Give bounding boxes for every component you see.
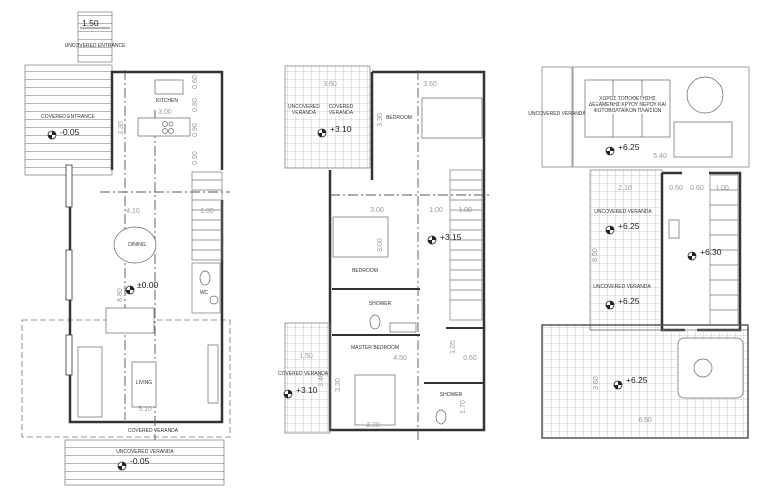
svg-text:5.10: 5.10 [138, 406, 152, 413]
dining-label: DINING [128, 242, 146, 248]
hall-level: +3.15 [440, 232, 462, 242]
svg-text:3.30: 3.30 [118, 121, 125, 135]
first-floor-plan: 3.60 UNCOVERED VERANDA COVERED VERANDA +… [278, 65, 490, 440]
svg-text:1.70: 1.70 [460, 400, 467, 414]
bottom-veranda-area [284, 322, 331, 434]
veranda-top-level: +3.10 [330, 124, 352, 134]
svg-text:0.60: 0.60 [192, 75, 199, 89]
uncovered-entrance-label: UNCOVERED ENTRANCE [65, 43, 127, 49]
entrance-level: -0.05 [60, 127, 80, 137]
terrace-level: +6.25 [626, 375, 648, 385]
svg-text:0.60: 0.60 [463, 355, 477, 362]
bedroom-1-label: BEDROOM [386, 115, 412, 121]
svg-text:0.60: 0.60 [690, 185, 704, 192]
uncovered-veranda-area [64, 439, 225, 486]
svg-text:3.60: 3.60 [323, 81, 337, 88]
svg-text:1.05: 1.05 [450, 340, 457, 354]
svg-text:0.60: 0.60 [669, 185, 683, 192]
svg-text:0.90: 0.90 [192, 151, 199, 165]
uncovered-veranda-label: UNCOVERED VERANDA [116, 449, 174, 455]
ground-floor-plan: 1.50 UNCOVERED ENTRANCE COVERED ENTRANCE… [21, 11, 231, 486]
shower-2-label: SHOWER [440, 392, 463, 398]
veranda-2-level: +6.25 [618, 296, 640, 306]
svg-text:0.90: 0.90 [192, 123, 199, 137]
svg-text:6.60: 6.60 [638, 417, 652, 424]
roof-plan: UNCOVERED VERANDA ΧΩΡΟΣ ΤΟΠΟΘΕΤΗΣΗΣ ΔΕΞΑ… [528, 66, 750, 439]
living-label: LIVING [136, 380, 153, 386]
side-veranda-area [541, 66, 573, 168]
svg-text:3.20: 3.20 [366, 422, 380, 429]
svg-text:1.00: 1.00 [715, 185, 729, 192]
covered-entrance-label: COVERED ENTRANCE [41, 114, 95, 120]
master-bedroom-label: MASTER BEDROOM [351, 345, 399, 351]
tank-level: +6.25 [618, 142, 640, 152]
veranda-bottom-level: +3.10 [296, 385, 318, 395]
svg-text:1.00: 1.00 [458, 207, 472, 214]
side-uncovered-veranda-label: UNCOVERED VERANDA [528, 111, 586, 117]
veranda-1-level: +6.25 [618, 221, 640, 231]
svg-text:4.50: 4.50 [393, 355, 407, 362]
covered-entrance-area [24, 64, 113, 176]
veranda-level: -0.05 [130, 456, 150, 466]
svg-text:0.80: 0.80 [192, 98, 199, 112]
shower-1-label: SHOWER [369, 301, 392, 307]
dim-stair-top: 1.50 [82, 18, 99, 28]
uncovered-veranda-2-label: UNCOVERED VERANDA [593, 284, 651, 290]
svg-text:3.00: 3.00 [377, 238, 384, 252]
wc-label: WC [200, 290, 209, 296]
svg-text:1.50: 1.50 [299, 353, 313, 360]
svg-text:5.40: 5.40 [653, 153, 667, 160]
svg-text:1.00: 1.00 [429, 207, 443, 214]
svg-text:1.00: 1.00 [200, 208, 214, 215]
svg-text:3.30: 3.30 [335, 378, 342, 392]
uncovered-veranda-area [589, 169, 663, 331]
svg-text:3.60: 3.60 [593, 376, 600, 390]
svg-text:2.10: 2.10 [618, 185, 632, 192]
covered-veranda-label: COVERED VERANDA [128, 428, 179, 434]
kitchen-label: KITCHEN [156, 98, 178, 104]
uncovered-entrance-area [77, 11, 113, 63]
svg-text:3.00: 3.00 [158, 109, 172, 116]
svg-text:8.50: 8.50 [592, 248, 599, 262]
svg-text:3.60: 3.60 [423, 81, 437, 88]
stair-level: +6.30 [700, 247, 722, 257]
svg-text:3.30: 3.30 [377, 113, 384, 127]
svg-text:3.00: 3.00 [370, 207, 384, 214]
floor-level: ±0.00 [137, 280, 158, 290]
uncovered-veranda-label: UNCOVERED VERANDA [288, 104, 320, 116]
uncovered-veranda-1-label: UNCOVERED VERANDA [594, 209, 652, 215]
svg-text:8.80: 8.80 [117, 288, 124, 302]
covered-veranda-top-label: COVERED VERANDA [328, 104, 354, 116]
svg-text:4.10: 4.10 [126, 208, 140, 215]
top-veranda-area [284, 65, 371, 169]
svg-text:3.40: 3.40 [318, 373, 325, 387]
tank-area-label: ΧΩΡΟΣ ΤΟΠΟΘΕΤΗΣΗΣ ΔΕΞΑΜΕΝΗΣ ΚΡΥΟΥ ΝΕΡΟΥ … [588, 96, 667, 114]
covered-veranda-bottom-label: COVERED VERANDA [278, 371, 329, 377]
bedroom-2-label: BEDROOM [352, 268, 378, 274]
